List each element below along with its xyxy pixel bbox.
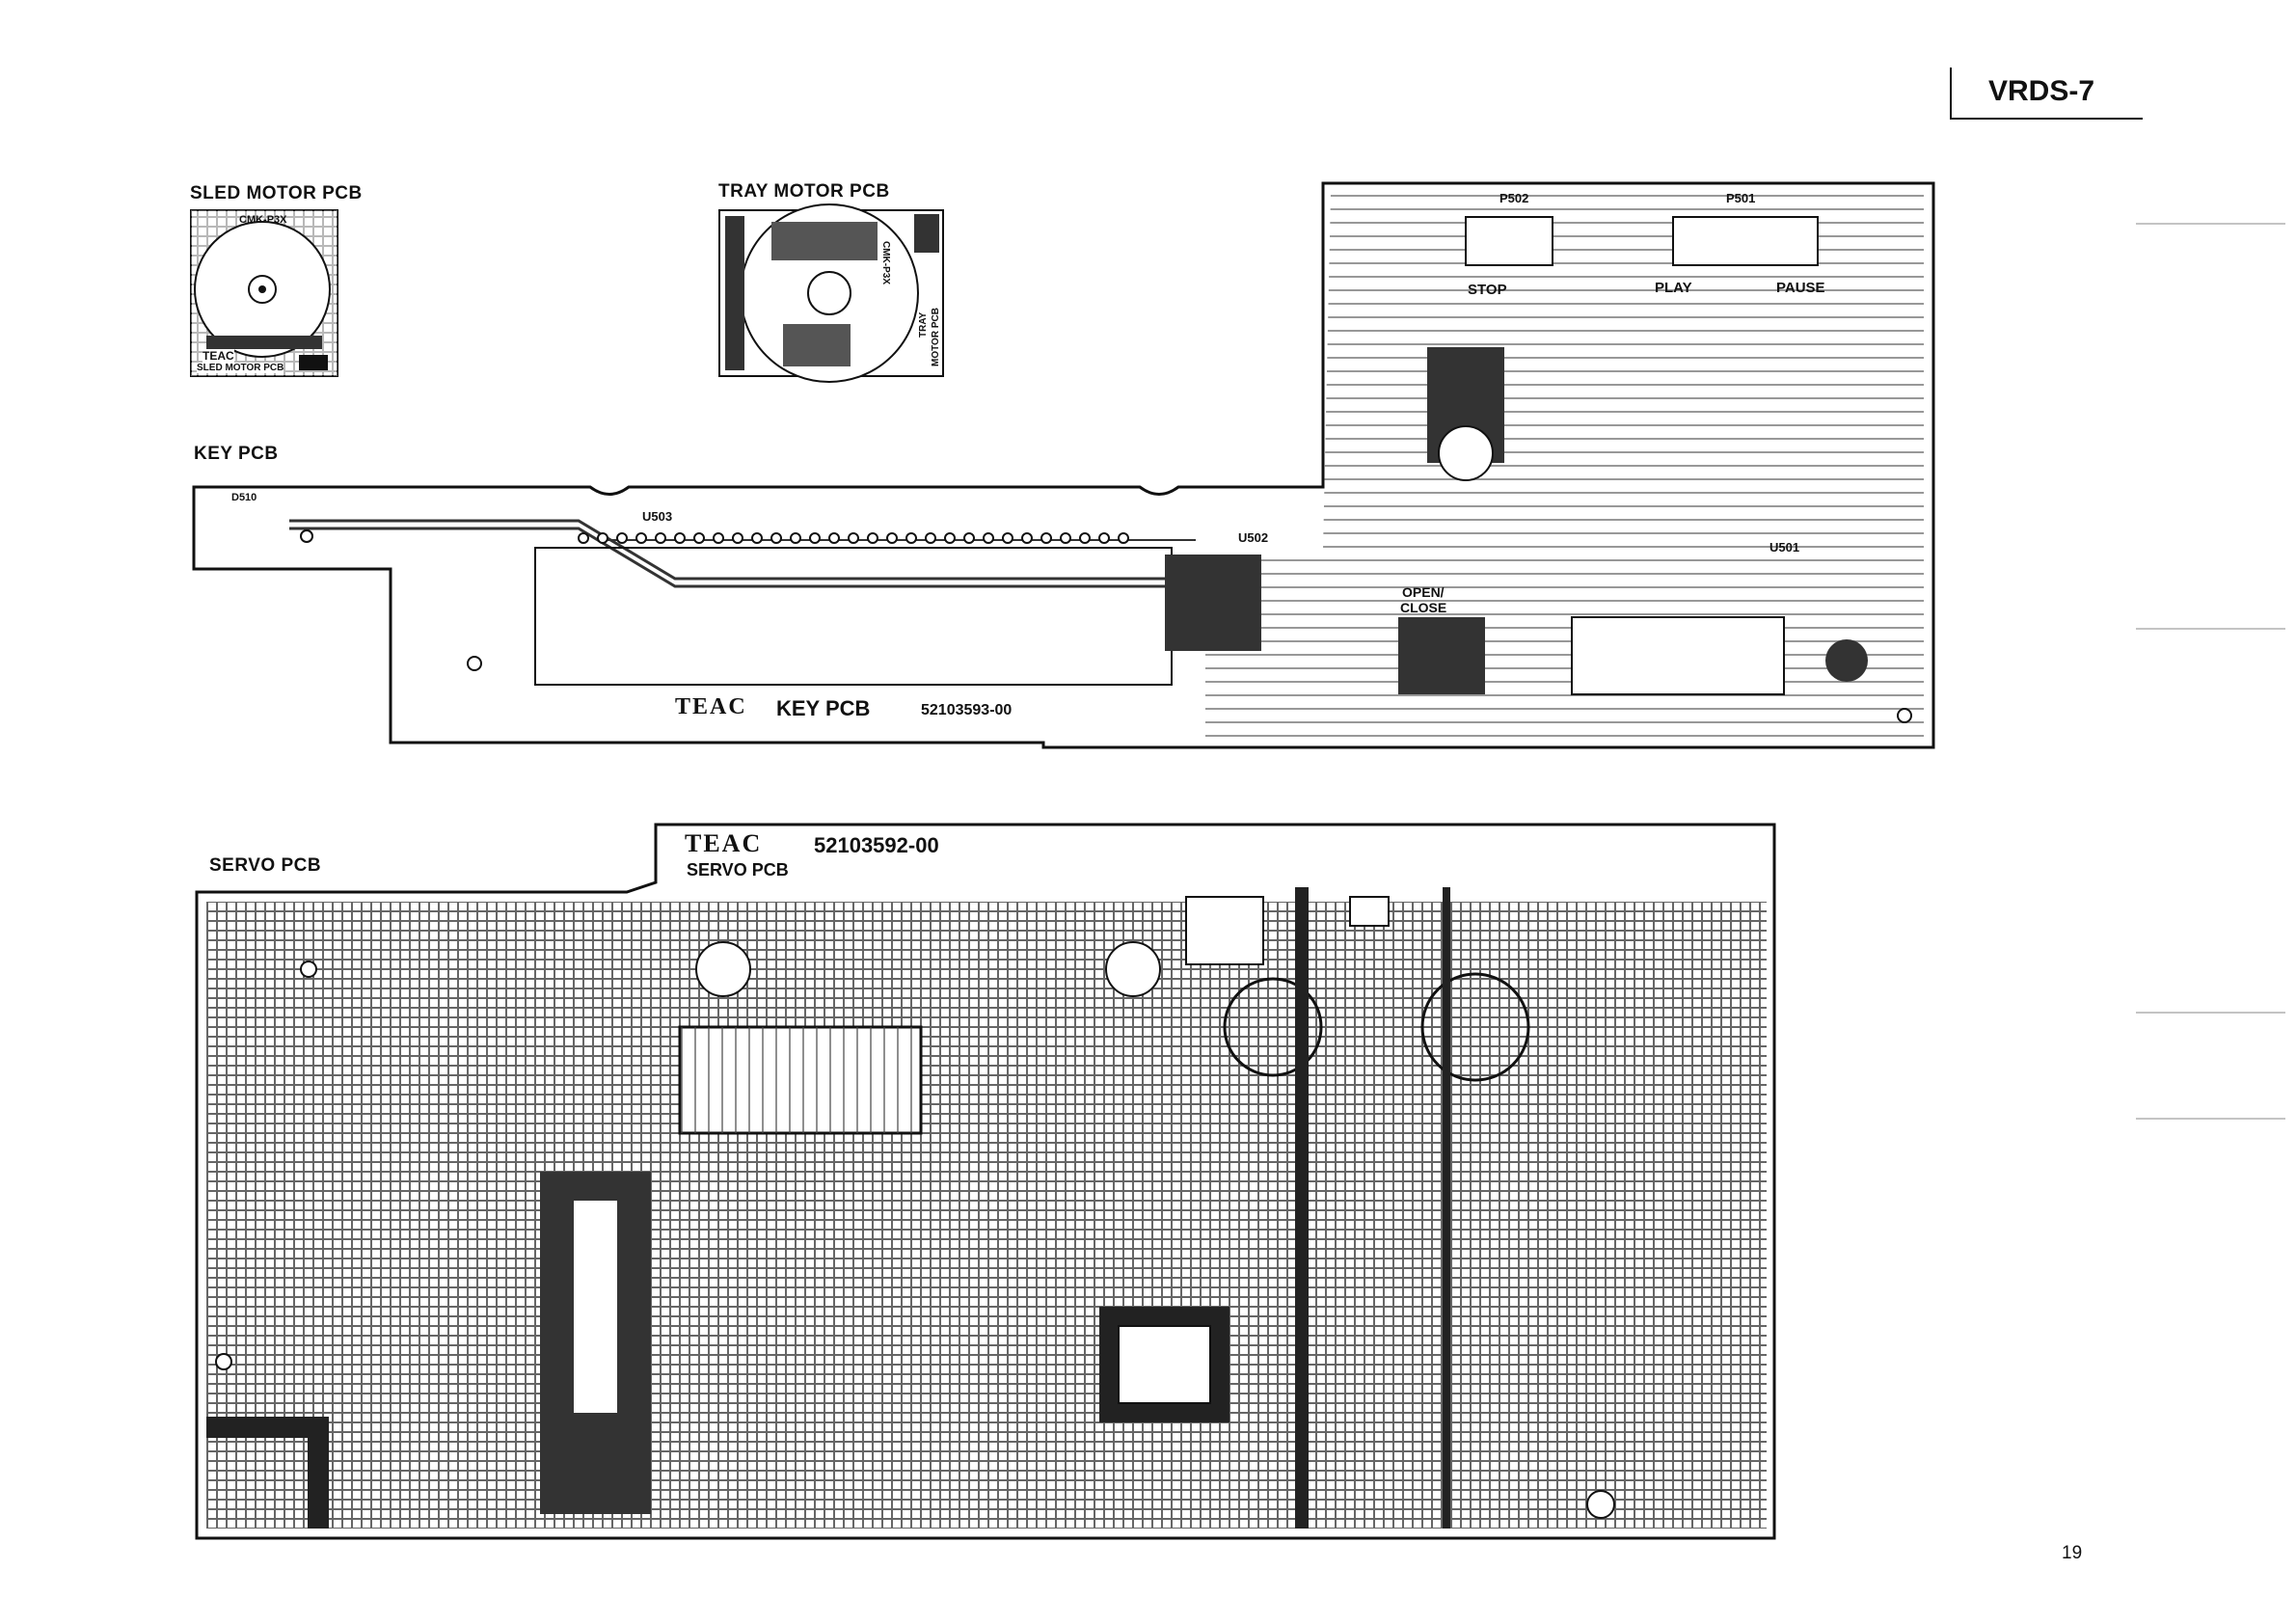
tray-marking: CMK-P3X	[880, 241, 891, 284]
tray-board-label-2: MOTOR PCB	[931, 308, 941, 366]
key-label-pause: PAUSE	[1776, 280, 1825, 296]
servo-part-number: 52103592-00	[810, 833, 943, 858]
key-pcb	[194, 183, 1933, 747]
servo-brand: TEAC	[681, 829, 766, 858]
key-label-close: CLOSE	[1400, 600, 1446, 615]
key-label-p501: P501	[1726, 191, 1755, 205]
key-label-stop: STOP	[1468, 282, 1507, 298]
sled-marking: CMK-P3X	[239, 214, 287, 226]
key-label-u502: U502	[1238, 530, 1268, 545]
key-brand: TEAC	[675, 694, 747, 720]
tray-motor-pcb	[719, 204, 943, 382]
key-part-number: 52103593-00	[921, 702, 1012, 719]
key-label-u503: U503	[642, 509, 672, 524]
key-label-d510: D510	[231, 492, 257, 503]
sled-brand: TEAC	[203, 349, 234, 363]
sled-board-label: SLED MOTOR PCB	[197, 363, 284, 373]
tray-board-label-1: TRAY	[918, 312, 929, 338]
servo-board-label: SERVO PCB	[683, 860, 793, 880]
key-label-play: PLAY	[1655, 280, 1692, 296]
margin-marks	[2136, 224, 2285, 1119]
servo-pcb	[197, 825, 1774, 1538]
key-board-label: KEY PCB	[776, 696, 870, 721]
key-label-u501: U501	[1769, 540, 1799, 555]
key-label-open: OPEN/	[1402, 584, 1445, 600]
key-label-p502: P502	[1499, 191, 1528, 205]
